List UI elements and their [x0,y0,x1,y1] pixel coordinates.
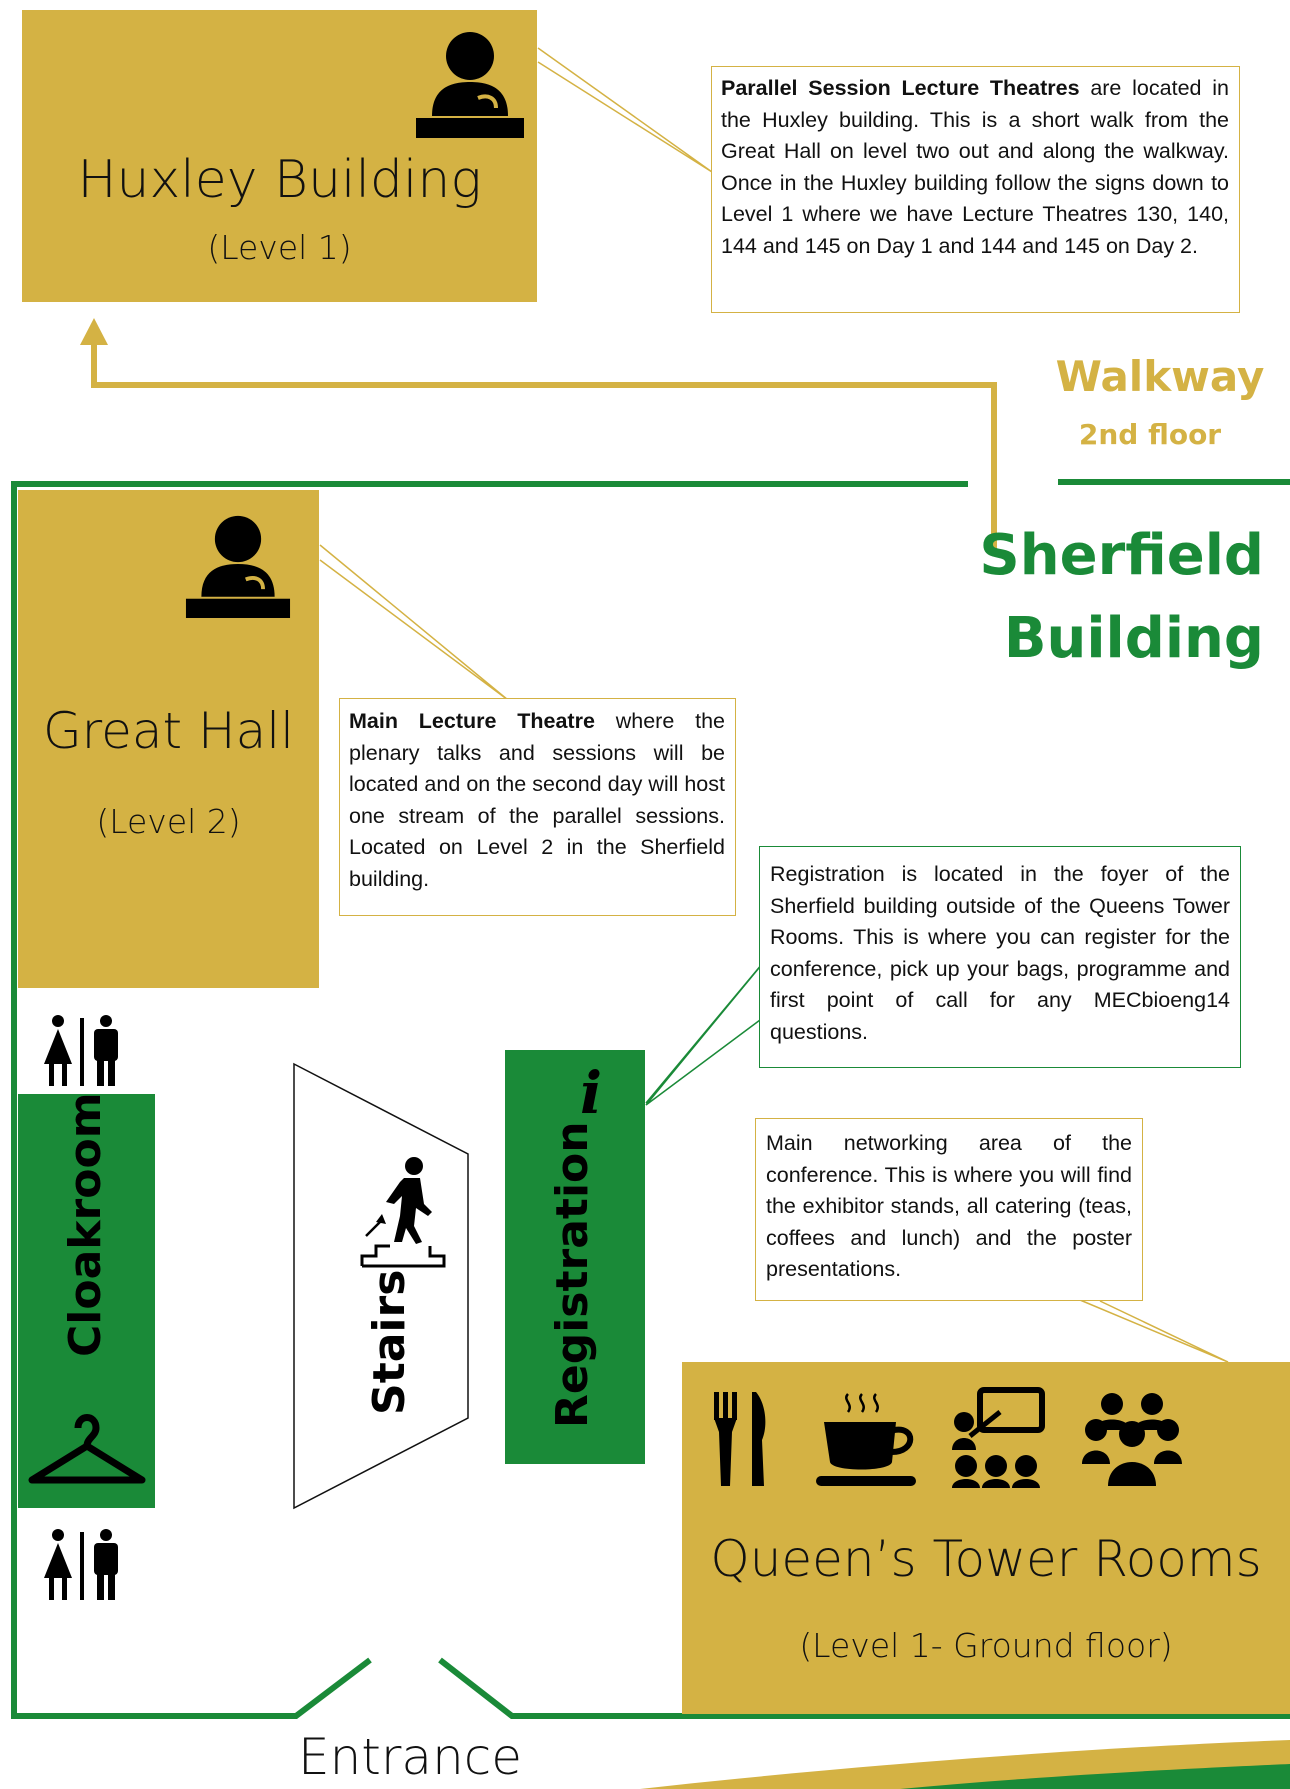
huxley-building[interactable]: Huxley Building (Level 1) [22,10,537,302]
great-hall-callout: Main Lecture Theatre where the plenary t… [339,698,736,916]
stairs-label: Stairs [364,1269,415,1415]
presentation-icon [952,1387,1045,1488]
cutlery-icon [714,1392,766,1486]
cloakroom[interactable]: Cloakroom [18,1092,155,1508]
registration-callout: Registration is located in the foyer of … [759,846,1241,1068]
huxley-level: (Level 1) [207,228,352,267]
registration-label: Registration [547,1121,598,1428]
queens-tower-title: Queen’s Tower Rooms [710,1530,1262,1588]
queens-tower-rooms[interactable]: Queen’s Tower Rooms (Level 1- Ground flo… [682,1362,1290,1714]
great-hall-callout-title: Main Lecture Theatre [349,709,595,733]
sherfield-title-line1: Sherfield [979,523,1264,588]
great-hall-level: (Level 2) [96,802,241,841]
registration-callout-text: Registration is located in the foyer of … [770,862,1230,1044]
registration-desk[interactable]: Registration i [505,1050,645,1464]
stairs-walker-icon [360,1157,446,1268]
walkway-title: Walkway [1055,352,1265,401]
huxley-title: Huxley Building [77,150,482,210]
info-icon: i [579,1059,603,1127]
coat-hanger-icon [28,1414,146,1484]
queens-tower-level: (Level 1- Ground floor) [799,1626,1173,1665]
networking-callout-text: Main networking area of the conference. … [766,1131,1132,1281]
great-hall-callout-text: where the plenary talks and sessions wil… [349,709,725,891]
toilets-icon [44,1529,118,1600]
huxley-callout-text: are located in the Huxley building. This… [721,76,1229,258]
coffee-cup-icon [816,1393,916,1486]
cloakroom-label: Cloakroom [60,1092,111,1357]
speaker-podium-icon [185,515,291,618]
great-hall[interactable]: Great Hall (Level 2) [18,490,319,988]
huxley-callout-title: Parallel Session Lecture Theatres [721,76,1080,100]
speaker-podium-icon [416,32,524,138]
walkway-subtitle: 2nd floor [1078,418,1222,451]
group-icon [1082,1393,1182,1486]
huxley-callout: Parallel Session Lecture Theatres are lo… [711,66,1240,313]
entrance-label: Entrance [297,1728,523,1786]
great-hall-title: Great Hall [42,702,295,760]
toilets-icon [44,1015,118,1086]
sherfield-title-line2: Building [1003,606,1264,671]
networking-callout: Main networking area of the conference. … [755,1118,1143,1301]
